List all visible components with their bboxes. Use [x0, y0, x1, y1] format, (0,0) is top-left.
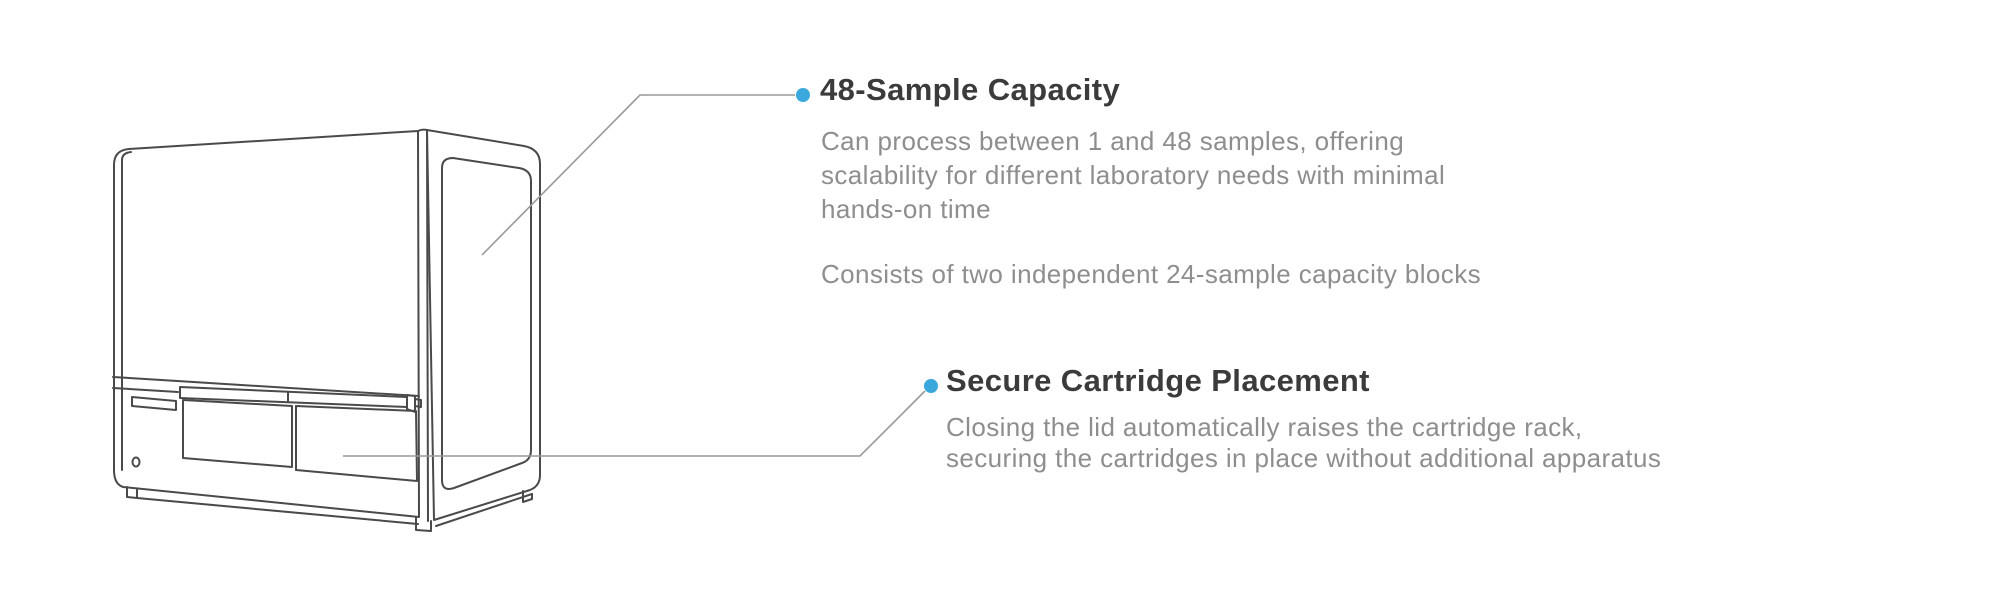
callout-title-secure-cartridge: Secure Cartridge Placement	[946, 363, 1370, 398]
device-foot-front-right	[415, 517, 432, 532]
callout-leader-line-2	[343, 390, 926, 457]
callout-body-sample-capacity-blocks: Consists of two independent 24-sample ca…	[821, 259, 1481, 289]
cartridge-tray-connector	[414, 398, 422, 408]
device-side-base-line	[435, 493, 533, 527]
device-right-door	[295, 405, 418, 482]
callout-marker-dot-2	[924, 379, 938, 393]
callout-leaders	[343, 88, 938, 457]
device-left-door	[182, 399, 293, 468]
callout-body-sample-capacity: Can process between 1 and 48 samples, of…	[821, 126, 1446, 224]
instrument-drawing	[112, 128, 541, 532]
device-lid-seam	[112, 376, 420, 397]
device-base-skirt	[136, 497, 419, 525]
device-lid-seam-lower	[112, 387, 179, 393]
device-foot-side-right	[522, 490, 533, 503]
device-side-window	[441, 157, 532, 490]
callout-body-secure-cartridge: Closing the lid automatically raises the…	[946, 412, 1662, 473]
device-foot-left	[126, 486, 138, 499]
device-side-panel	[426, 129, 541, 521]
device-front-face	[113, 130, 420, 518]
device-label-plate	[131, 396, 177, 411]
device-front-inner-edge	[121, 151, 132, 471]
callout-title-sample-capacity: 48-Sample Capacity	[820, 72, 1121, 107]
cartridge-tray-strip	[179, 386, 408, 408]
callout-marker-dot-1	[796, 88, 810, 102]
callout-leader-line-1	[481, 94, 795, 256]
power-button	[131, 456, 141, 468]
cartridge-tray-end-cap	[406, 394, 416, 413]
